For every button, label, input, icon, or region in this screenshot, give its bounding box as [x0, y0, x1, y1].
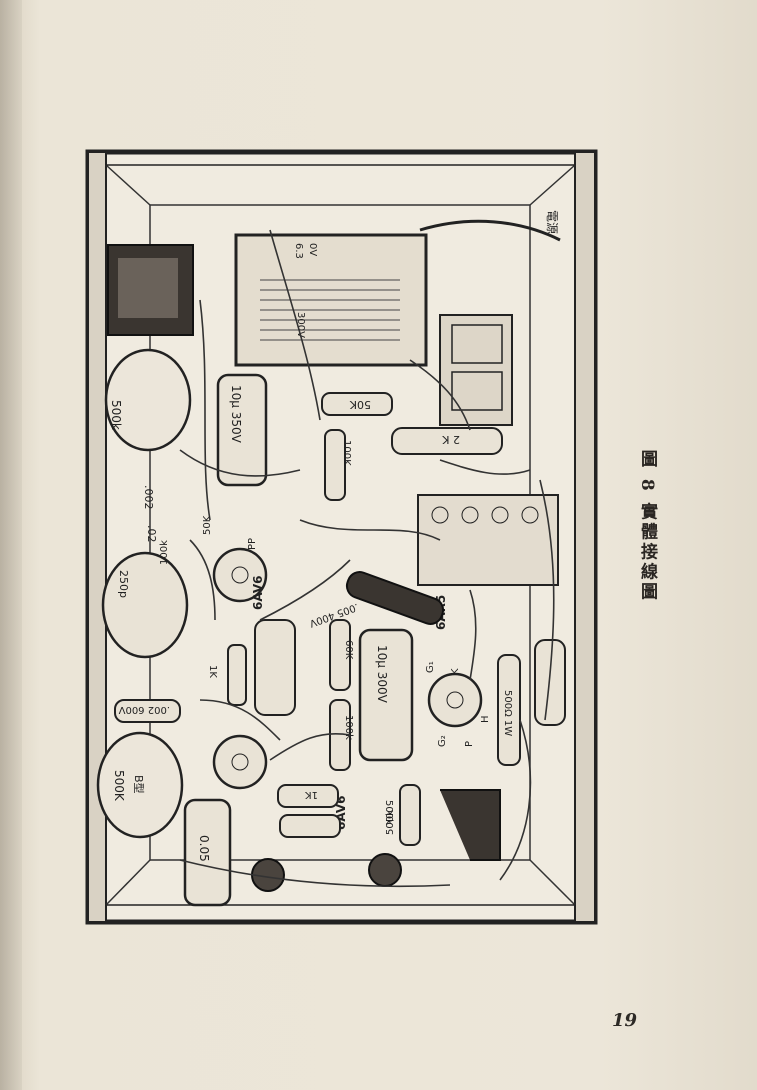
trans-label-63: 6.3: [293, 243, 304, 259]
pin-g2-label: G₂: [437, 735, 448, 747]
tube-socket-6ar5: [427, 672, 483, 728]
cap-10u-350v: [216, 373, 268, 487]
cap-250p-label: 250p: [117, 570, 130, 598]
cap-005: [183, 798, 232, 907]
pot-250p: [101, 551, 189, 659]
power-cord: [419, 219, 561, 242]
res-100k-label: 100K: [341, 440, 352, 466]
chassis-rail-left: [87, 151, 107, 923]
trans-label-0v: 0V: [307, 243, 318, 256]
cap-10u-300v-label: 10μ 300V: [375, 645, 389, 704]
power-label: 電源: [545, 210, 559, 234]
res-500k-b: [399, 784, 421, 846]
cap-005-400v: [345, 571, 445, 625]
tube-socket-6av6-b: [212, 734, 268, 790]
res-60k-label: 60K: [343, 640, 354, 660]
res-2k: [391, 427, 503, 455]
res-100k-c-label: 100k: [159, 540, 170, 565]
cap-002-label: .002: [142, 485, 155, 510]
res-50k: [321, 392, 393, 416]
pin-g1-label: G₁: [425, 661, 436, 673]
pot-500k-top-label: 500k: [109, 400, 123, 430]
res-50k-b-label: 50K: [202, 515, 213, 535]
pin-p-label: P: [464, 741, 475, 747]
chassis-rail-right: [574, 151, 596, 923]
res-500-1w-label: 500Ω 1W: [502, 690, 513, 736]
res-50k-label: 50K: [349, 398, 371, 411]
page-number: 19: [612, 1010, 638, 1031]
res-100k-b-label: 100k: [343, 715, 354, 740]
res-500-1w: [497, 654, 521, 766]
res-500k-label: 500k: [385, 810, 396, 835]
cap-10u-300v: [358, 628, 414, 762]
res-1k-a-label: 1K: [207, 665, 218, 678]
res-1k-a: [227, 644, 247, 706]
res-1k-b: [277, 784, 339, 808]
res-2k-label: 2 K: [442, 433, 460, 446]
terminal-block: [439, 314, 513, 426]
speaker-bracket: [440, 789, 501, 861]
tube-socket-6av6-a: [212, 547, 268, 603]
figure-caption: 圖 8 實體接線圖: [637, 450, 657, 603]
jack-b: [368, 853, 402, 887]
pin-pp-label: PP: [247, 538, 258, 550]
res-1k-b-label: 1K: [305, 789, 318, 800]
pot-500k-b: [96, 731, 184, 839]
cap-10u-350v-label: 10μ 350V: [229, 385, 243, 444]
output-transformer: [417, 494, 559, 586]
pot-500k-top: [104, 348, 192, 452]
res-500k-b-label: 500k: [383, 800, 394, 825]
pot-b-type-label: B型: [132, 775, 146, 794]
pot-500k-b-label: 500K: [112, 770, 126, 802]
trans-label-300v: 300V: [295, 312, 306, 338]
cap-005-label: 0.05: [197, 835, 211, 862]
book-gutter: [0, 0, 22, 1090]
cap-02-label: .02: [145, 525, 158, 543]
res-100k: [324, 429, 346, 501]
pin-h-label: H: [480, 715, 491, 723]
tube-6av6-a-label: 6AV6: [251, 576, 265, 610]
cap-002-600v-label: .002 600V: [118, 704, 170, 715]
cap-002-600v: [114, 699, 181, 723]
wiring: [179, 229, 555, 888]
cap-mid: [254, 619, 296, 716]
pin-k-label: K: [450, 668, 461, 675]
res-60k: [329, 619, 351, 691]
